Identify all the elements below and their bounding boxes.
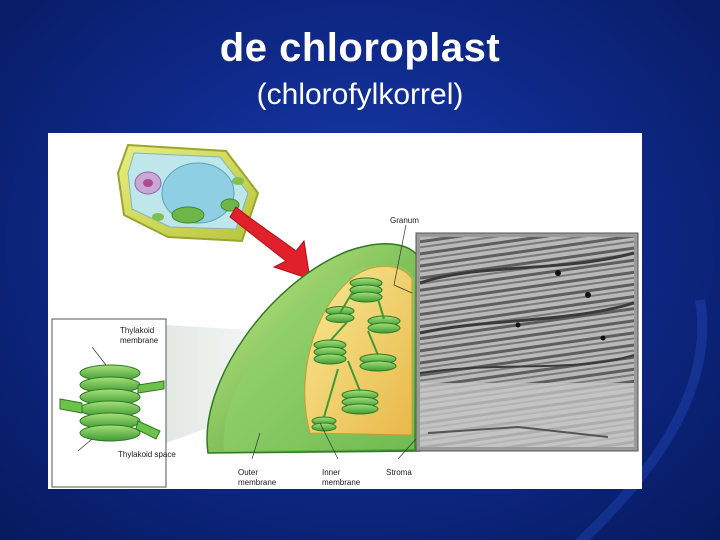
granum-stack-6: [342, 390, 378, 414]
label-outer-membrane-line1: Outer: [238, 468, 258, 477]
label-thylakoid-membrane-line2: membrane: [120, 336, 159, 345]
chloroplast-cutaway: [207, 244, 420, 453]
electron-micrograph: [416, 233, 638, 451]
granum-stack-5: [360, 354, 396, 371]
chloroplast-figure: Thylakoid membrane Thylakoid space Granu…: [48, 133, 642, 489]
label-granum: Granum: [390, 216, 419, 225]
slide-subtitle: (chlorofylkorrel): [0, 78, 720, 112]
label-thylakoid-membrane-line1: Thylakoid: [120, 326, 154, 335]
label-inner-membrane-line1: Inner: [322, 468, 341, 477]
plant-cell-illustration: [118, 145, 258, 241]
granum-stack-2: [326, 307, 354, 323]
zoom-arrow: [230, 207, 310, 279]
slide-title: de chloroplast: [0, 26, 720, 71]
label-stroma: Stroma: [386, 468, 412, 477]
chloroplast-diagram: Thylakoid membrane Thylakoid space Granu…: [48, 133, 642, 489]
thylakoid-inset: Thylakoid membrane Thylakoid space: [52, 319, 176, 487]
label-outer-membrane-line2: membrane: [238, 478, 277, 487]
granum-stack-4: [314, 340, 346, 364]
granum-stack-1: [350, 278, 382, 302]
label-thylakoid-space: Thylakoid space: [118, 450, 176, 459]
granum-stack-7: [312, 417, 336, 431]
label-inner-membrane-line2: membrane: [322, 478, 361, 487]
